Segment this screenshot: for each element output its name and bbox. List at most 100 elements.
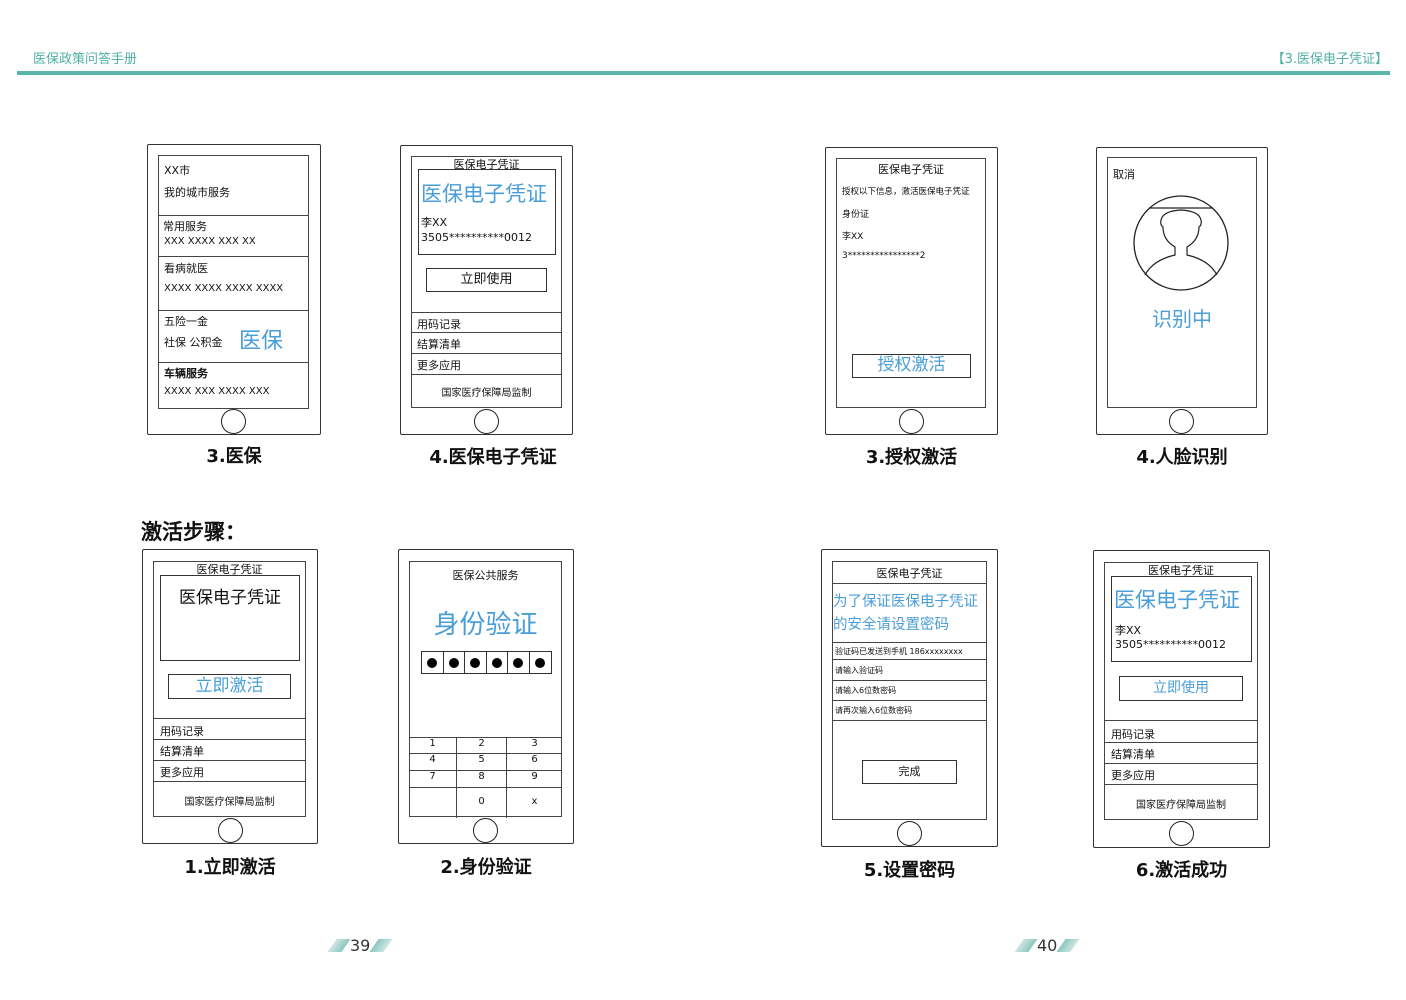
page-stripe-decoration: [1014, 939, 1038, 952]
face-scan-icon: [1133, 195, 1229, 291]
verification-code-field[interactable]: 请输入验证码: [835, 666, 883, 675]
section-values: XXXX XXX XXXX XXX: [164, 386, 270, 397]
section-title: 激活步骤：: [141, 520, 246, 544]
credential-card: [418, 169, 556, 255]
section-label: 车辆服务: [164, 367, 208, 380]
key[interactable]: 0: [457, 788, 507, 818]
identity-verify-heading: 身份验证: [433, 610, 538, 640]
password-prompt: 的安全请设置密码: [833, 617, 949, 633]
section-label: 常用服务: [163, 220, 207, 233]
password-field[interactable]: 请输入6位数密码: [835, 686, 897, 695]
divider: [158, 310, 309, 311]
name: 李XX: [842, 232, 864, 242]
home-button-icon: [899, 409, 924, 434]
screen-title: 医保电子凭证: [196, 563, 263, 576]
card-heading: 医保电子凭证: [1114, 588, 1240, 612]
step-caption: 1.立即激活: [184, 857, 276, 878]
list-item[interactable]: 结算清单: [417, 338, 461, 351]
key[interactable]: 8: [457, 771, 507, 788]
page-stripe-decoration: [1056, 939, 1080, 952]
phone-screen: [409, 561, 562, 817]
pin-dot-icon: [530, 652, 552, 673]
key[interactable]: 1: [409, 738, 457, 754]
home-button-icon: [473, 818, 498, 843]
list-item[interactable]: 结算清单: [1111, 748, 1155, 761]
step-caption: 4.医保电子凭证: [429, 447, 557, 468]
key[interactable]: 9: [507, 771, 562, 788]
list-item[interactable]: 更多应用: [417, 359, 461, 372]
header-divider: [17, 71, 1390, 75]
step-caption: 3.医保: [206, 446, 262, 467]
section-values: 社保 公积金: [164, 336, 223, 349]
list-item[interactable]: 用码记录: [417, 318, 461, 331]
step-caption: 4.人脸识别: [1136, 447, 1228, 468]
section-values: XXXX XXXX XXXX XXXX: [164, 283, 284, 294]
header-title: 医保政策问答手册: [33, 52, 138, 67]
divider: [158, 256, 309, 257]
section-label: 五险一金: [164, 315, 208, 328]
divider: [158, 215, 309, 216]
key[interactable]: x: [531, 796, 538, 807]
key[interactable]: 2: [457, 738, 507, 754]
key[interactable]: 7: [409, 771, 457, 788]
list-item[interactable]: 用码记录: [160, 725, 204, 738]
list-item[interactable]: 更多应用: [1111, 769, 1155, 782]
phone-screen: [1107, 157, 1257, 408]
home-button-icon: [221, 409, 246, 434]
city-label: XX市: [164, 164, 191, 177]
page-number: 39: [350, 936, 371, 955]
screen-title: 医保电子凭证: [453, 158, 520, 171]
header-section: 【3.医保电子凭证】: [1271, 52, 1388, 67]
done-button[interactable]: 完成: [862, 760, 957, 784]
card-heading: 医保电子凭证: [179, 588, 281, 608]
credential-card: [160, 575, 300, 661]
password-prompt: 为了保证医保电子凭证: [833, 594, 978, 610]
pin-dot-icon: [422, 652, 444, 673]
home-button-icon: [897, 821, 922, 846]
screen-title: 医保电子凭证: [876, 567, 943, 580]
page-stripe-decoration: [369, 939, 393, 952]
section-label: 看病就医: [164, 262, 208, 275]
step-caption: 3.授权激活: [865, 447, 958, 468]
my-city-label: 我的城市服务: [164, 186, 230, 199]
list-item[interactable]: 用码记录: [1111, 728, 1155, 741]
id-type: 身份证: [842, 210, 870, 220]
use-now-button[interactable]: 立即使用: [426, 268, 547, 292]
pin-dot-icon: [487, 652, 508, 673]
home-button-icon: [1169, 409, 1194, 434]
step-caption: 2.身份验证: [440, 857, 532, 878]
id-number: 3****************2: [842, 251, 926, 261]
use-now-button[interactable]: 立即使用: [1119, 676, 1243, 701]
pin-input[interactable]: [421, 651, 552, 674]
card-heading: 医保电子凭证: [421, 182, 547, 206]
key[interactable]: 6: [507, 754, 562, 771]
home-button-icon: [218, 818, 243, 843]
home-button-icon: [474, 409, 499, 434]
key[interactable]: 4: [409, 754, 457, 771]
list-item[interactable]: 结算清单: [160, 745, 204, 758]
key[interactable]: 5: [457, 754, 507, 771]
cancel-button[interactable]: 取消: [1113, 168, 1135, 181]
card-name: 李XX: [1115, 624, 1142, 637]
pin-dot-icon: [465, 652, 487, 673]
sms-notice: 验证码已发送到手机 186xxxxxxxx: [835, 647, 963, 656]
card-id: 3505**********0012: [421, 231, 532, 244]
step-caption: 5.设置密码: [863, 860, 956, 881]
recognition-status: 识别中: [1152, 307, 1212, 331]
section-values: XXX XXXX XXX XX: [164, 236, 256, 247]
auth-text: 授权以下信息，激活医保电子凭证: [842, 187, 970, 197]
keypad: 1 2 3 4 5 6 7 8 9 0 x: [409, 737, 562, 818]
key[interactable]: [409, 788, 457, 818]
list-item[interactable]: 更多应用: [160, 766, 204, 779]
card-id: 3505**********0012: [1115, 638, 1226, 651]
screen-title: 医保电子凭证: [1148, 564, 1214, 577]
authorize-activate-button[interactable]: 授权激活: [852, 354, 971, 378]
screen-title: 医保电子凭证: [878, 163, 944, 176]
activate-now-button[interactable]: 立即激活: [168, 674, 291, 699]
footer-note: 国家医疗保障局监制: [1136, 800, 1226, 811]
key[interactable]: 3: [507, 738, 562, 754]
divider: [158, 362, 309, 363]
confirm-password-field[interactable]: 请再次输入6位数密码: [835, 706, 913, 715]
yibao-tile[interactable]: 医保: [239, 329, 284, 354]
footer-note: 国家医疗保障局监制: [184, 797, 275, 808]
